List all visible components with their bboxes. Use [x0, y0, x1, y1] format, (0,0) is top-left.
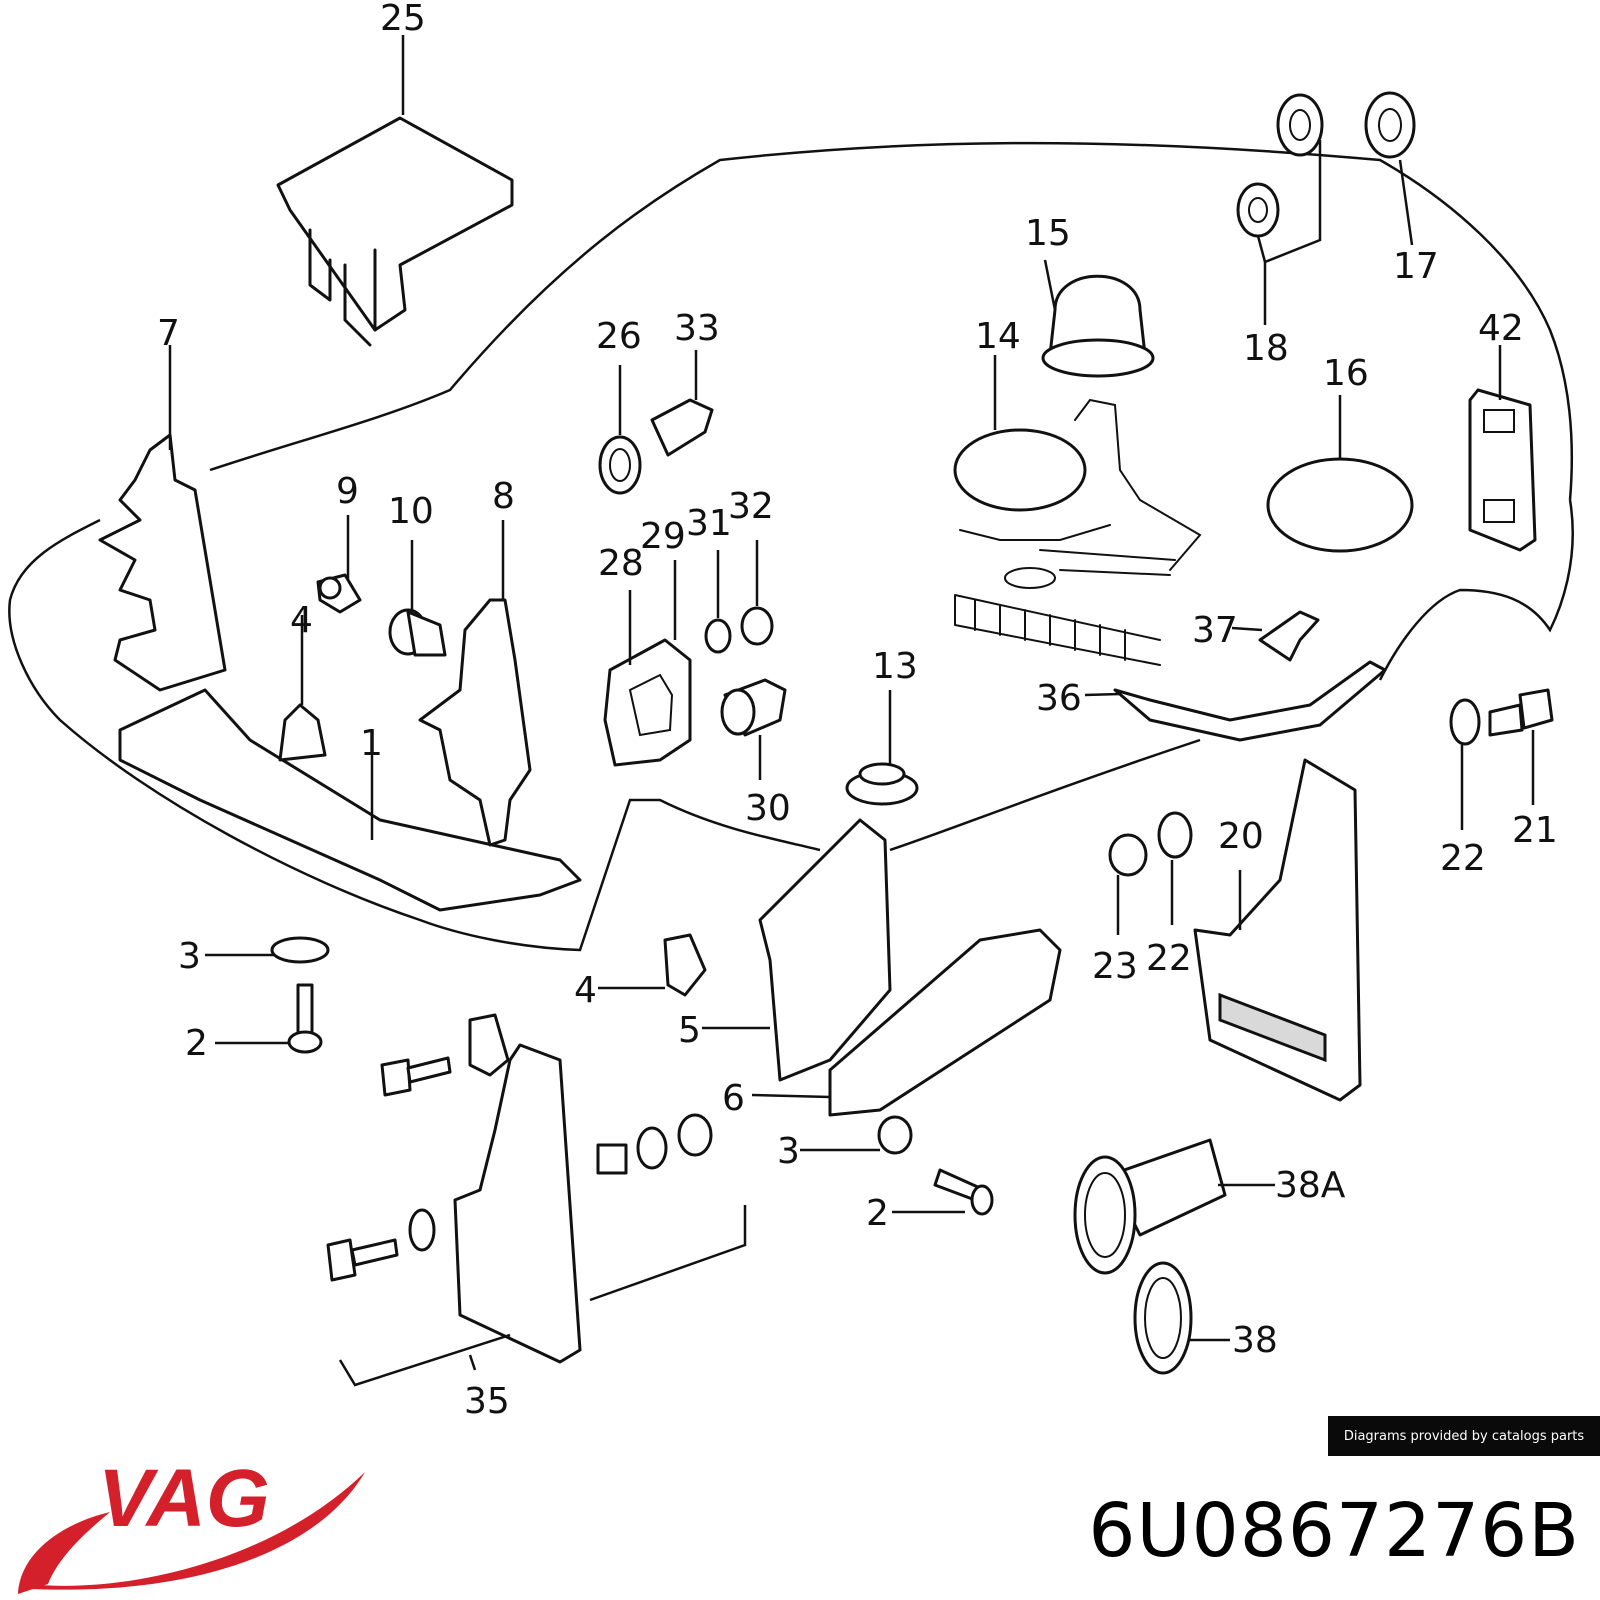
- part-3-washer-left: [205, 936, 330, 964]
- part-22-washer-lower: [1157, 811, 1193, 925]
- part-4-clip-lower: [598, 933, 707, 997]
- part-10-grommet: [388, 540, 447, 657]
- callout-1: 1: [360, 723, 383, 764]
- part-1-crossmember: [118, 688, 582, 912]
- part-8-bracket: [418, 520, 532, 847]
- part-18-grommet: [1236, 93, 1324, 325]
- part-30-spacer: [720, 678, 787, 780]
- vehicle-roof-line: [209, 141, 1574, 501]
- callout-14: 14: [975, 316, 1021, 357]
- callout-18: 18: [1243, 328, 1289, 369]
- part-5-arch-bracket: [702, 818, 892, 1082]
- callout-9: 9: [336, 471, 359, 512]
- callout-2-right: 2: [866, 1193, 889, 1234]
- callout-7: 7: [157, 313, 180, 354]
- vag-logo: VAG: [18, 1453, 365, 1594]
- part-17-grommet: [1364, 91, 1416, 246]
- floor-panel: [954, 398, 1202, 666]
- part-28-gasket: [603, 560, 692, 767]
- part-36-bracket: [1084, 660, 1387, 742]
- part-9-clip: [316, 515, 362, 614]
- callout-31: 31: [686, 503, 732, 544]
- callout-29: 29: [640, 516, 686, 557]
- part-2-screw-right: [892, 1168, 994, 1216]
- part-7-bracket: [98, 345, 227, 692]
- callout-33: 33: [674, 308, 720, 349]
- callout-17: 17: [1393, 246, 1439, 287]
- callout-16: 16: [1323, 353, 1369, 394]
- vehicle-rear-line: [1378, 499, 1574, 681]
- part-20-mudflap: [1193, 758, 1362, 1102]
- part-15-cap: [1041, 259, 1155, 378]
- callout-2-left: 2: [185, 1023, 208, 1064]
- callout-15: 15: [1025, 213, 1071, 254]
- part-35-mudflap-kit: [326, 1013, 747, 1387]
- logo-swoosh-arc: [30, 1472, 365, 1590]
- callout-5: 5: [678, 1010, 701, 1051]
- callout-38A: 38A: [1275, 1165, 1346, 1206]
- part-number: 6U0867276B: [1088, 1488, 1580, 1574]
- callout-37: 37: [1192, 610, 1238, 651]
- callout-26: 26: [596, 316, 642, 357]
- callout-30: 30: [745, 788, 791, 829]
- part-38-plug: [1133, 1261, 1230, 1375]
- part-2-screw-left: [215, 983, 323, 1054]
- callout-22-lower: 22: [1146, 938, 1192, 979]
- part-32-nut: [740, 540, 774, 646]
- callout-35: 35: [464, 1381, 510, 1422]
- part-6-arch-liner: [751, 928, 1062, 1117]
- callout-13: 13: [872, 646, 918, 687]
- part-22-washer-upper: [1449, 698, 1481, 830]
- callout-38: 38: [1232, 1320, 1278, 1361]
- callout-20: 20: [1218, 816, 1264, 857]
- part-3-washer-right: [800, 1115, 913, 1155]
- part-25-cover: [276, 35, 514, 347]
- callout-6: 6: [722, 1078, 745, 1119]
- part-42-bracket: [1468, 345, 1537, 552]
- callout-21: 21: [1512, 810, 1558, 851]
- part-37-clip: [1231, 610, 1320, 662]
- callout-8: 8: [492, 476, 515, 517]
- part-38A-plug: [1073, 1138, 1275, 1275]
- callout-4: 4: [290, 600, 313, 641]
- callout-3-right: 3: [777, 1131, 800, 1172]
- callout-22-upper: 22: [1440, 838, 1486, 879]
- part-31-washer: [704, 550, 732, 654]
- logo-swoosh: [18, 1512, 110, 1594]
- callout-32: 32: [728, 486, 774, 527]
- credit-badge: Diagrams provided by catalogs parts: [1328, 1416, 1600, 1456]
- callout-36: 36: [1036, 678, 1082, 719]
- part-16-plug: [1266, 395, 1414, 553]
- part-23-nut: [1108, 833, 1148, 935]
- callout-10: 10: [388, 491, 434, 532]
- part-14-plug: [953, 355, 1087, 512]
- callout-42: 42: [1478, 308, 1524, 349]
- part-4-clip: [278, 615, 327, 762]
- logo-text: VAG: [98, 1453, 270, 1544]
- vehicle-body-outline: [8, 518, 821, 952]
- part-13-grommet: [845, 690, 919, 806]
- part-33-clip: [650, 350, 714, 457]
- vehicle-sill-line: [889, 738, 1201, 852]
- callout-4-lower: 4: [574, 970, 597, 1011]
- callout-23: 23: [1092, 946, 1138, 987]
- part-21-bolt: [1488, 688, 1554, 805]
- callout-28: 28: [598, 543, 644, 584]
- callout-3-left: 3: [178, 936, 201, 977]
- callout-25: 25: [380, 0, 426, 39]
- part-26-plug: [598, 365, 642, 495]
